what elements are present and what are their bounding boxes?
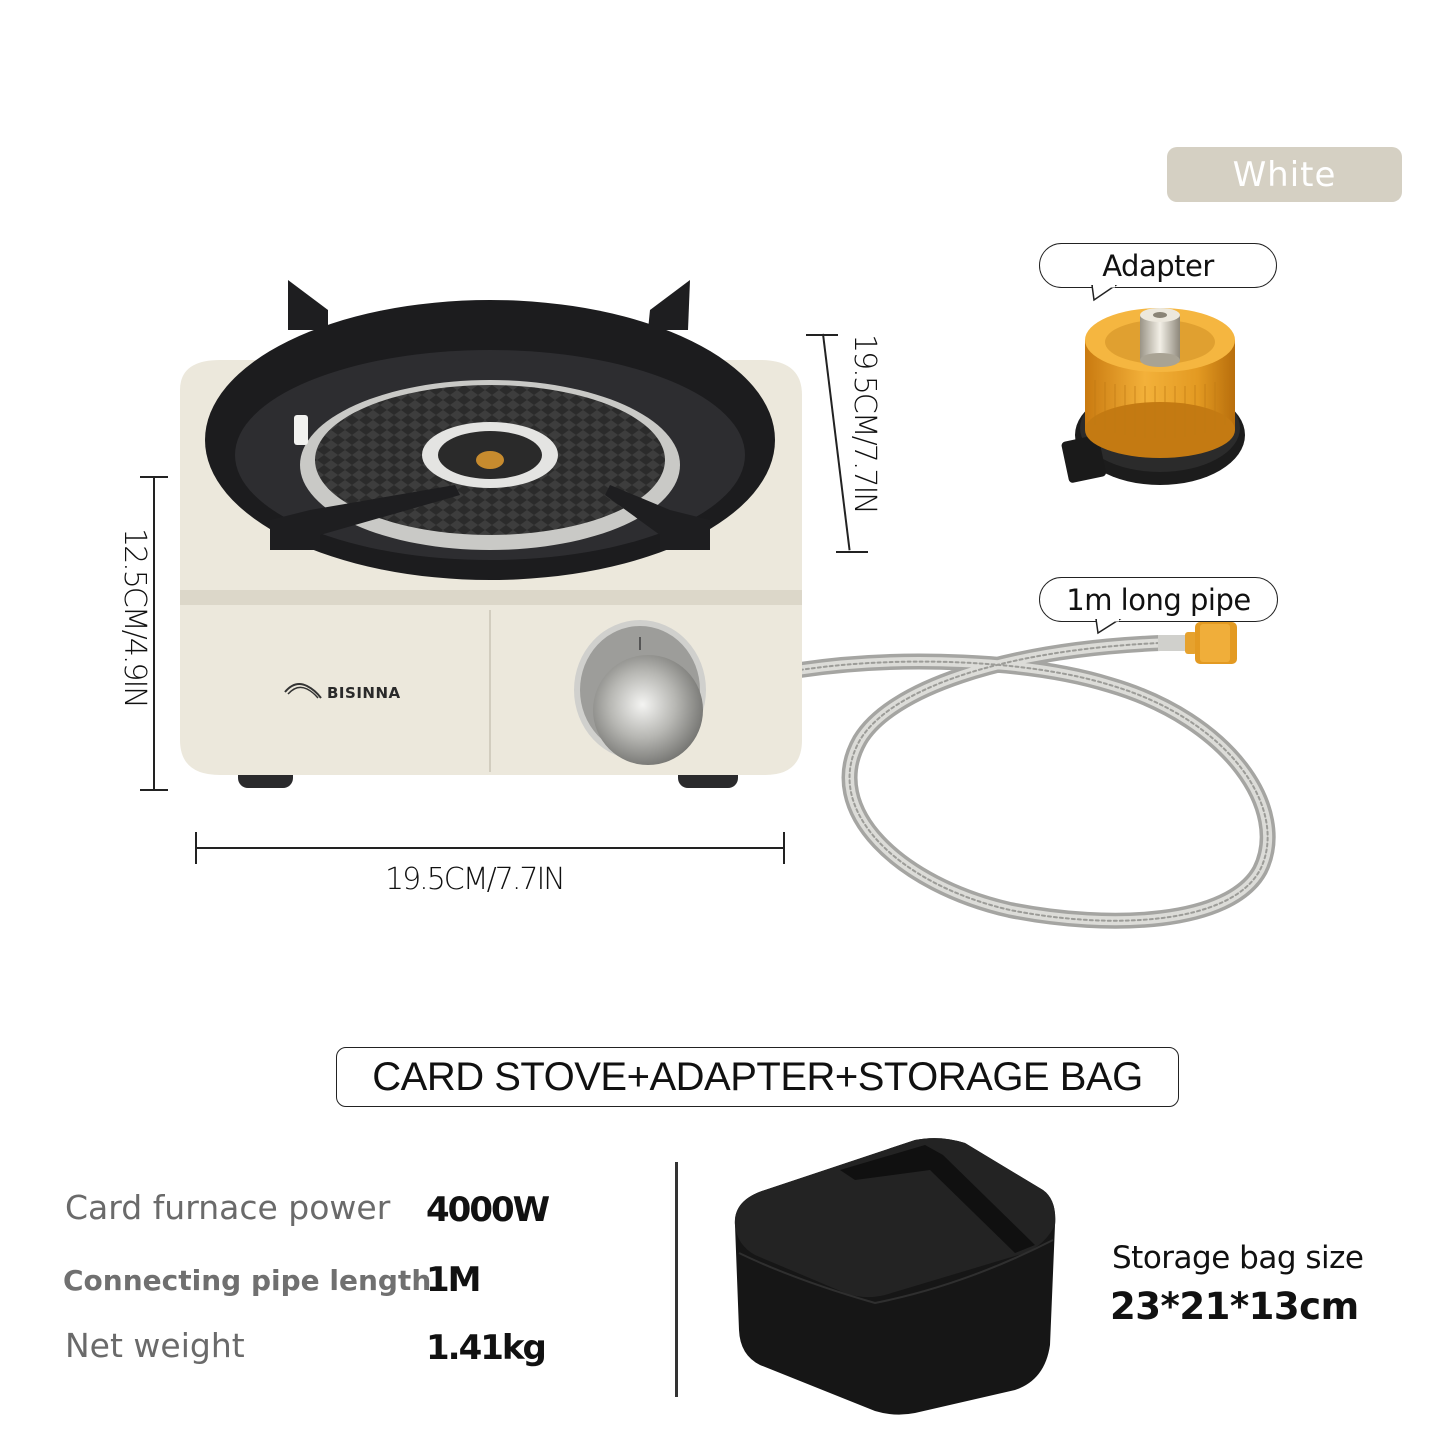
- width-dimension-tick-right: [783, 832, 785, 864]
- spec-value-pipe-length: 1M: [426, 1260, 481, 1300]
- pipe-callout-tail: [1095, 619, 1122, 635]
- height-dimension-label: 12.5CM/4.9IN: [117, 528, 152, 707]
- depth-dimension-tick-bottom: [836, 551, 868, 553]
- package-contents-label: CARD STOVE+ADAPTER+STORAGE BAG: [372, 1054, 1143, 1099]
- width-dimension-line: [195, 847, 785, 849]
- spec-label-pipe-length: Connecting pipe length: [63, 1264, 432, 1297]
- spec-value-net-weight: 1.41kg: [426, 1328, 547, 1368]
- adapter-callout-tail: [1091, 285, 1118, 302]
- adapter-image: [1061, 308, 1245, 485]
- spec-label-net-weight: Net weight: [65, 1326, 245, 1365]
- spec-value-power: 4000W: [426, 1190, 550, 1230]
- brand-logo: BISINNA: [284, 683, 401, 702]
- package-contents-title: CARD STOVE+ADAPTER+STORAGE BAG: [336, 1047, 1179, 1107]
- pipe-callout-label: 1m long pipe: [1066, 582, 1251, 617]
- pipe-callout: 1m long pipe: [1039, 577, 1278, 622]
- height-dimension-line: [153, 476, 155, 790]
- spec-label-power: Card furnace power: [65, 1188, 391, 1227]
- svg-text:BISINNA: BISINNA: [327, 684, 401, 702]
- storage-bag-size: 23*21*13cm: [1110, 1285, 1359, 1328]
- adapter-callout: Adapter: [1039, 243, 1277, 288]
- storage-bag-image: [734, 1138, 1056, 1415]
- color-option-label: White: [1232, 154, 1337, 195]
- storage-bag-title: Storage bag size: [1112, 1240, 1364, 1276]
- width-dimension-label: 19.5CM/7.7IN: [385, 862, 566, 897]
- height-dimension-tick-bottom: [140, 789, 168, 791]
- pipe-image: [792, 622, 1276, 929]
- stove-image: BISINNA: [180, 280, 802, 788]
- color-option-badge[interactable]: White: [1167, 147, 1402, 202]
- depth-dimension-label: 19.5CM/7.7IN: [847, 334, 882, 513]
- adapter-callout-label: Adapter: [1102, 248, 1214, 283]
- section-divider: [675, 1162, 678, 1397]
